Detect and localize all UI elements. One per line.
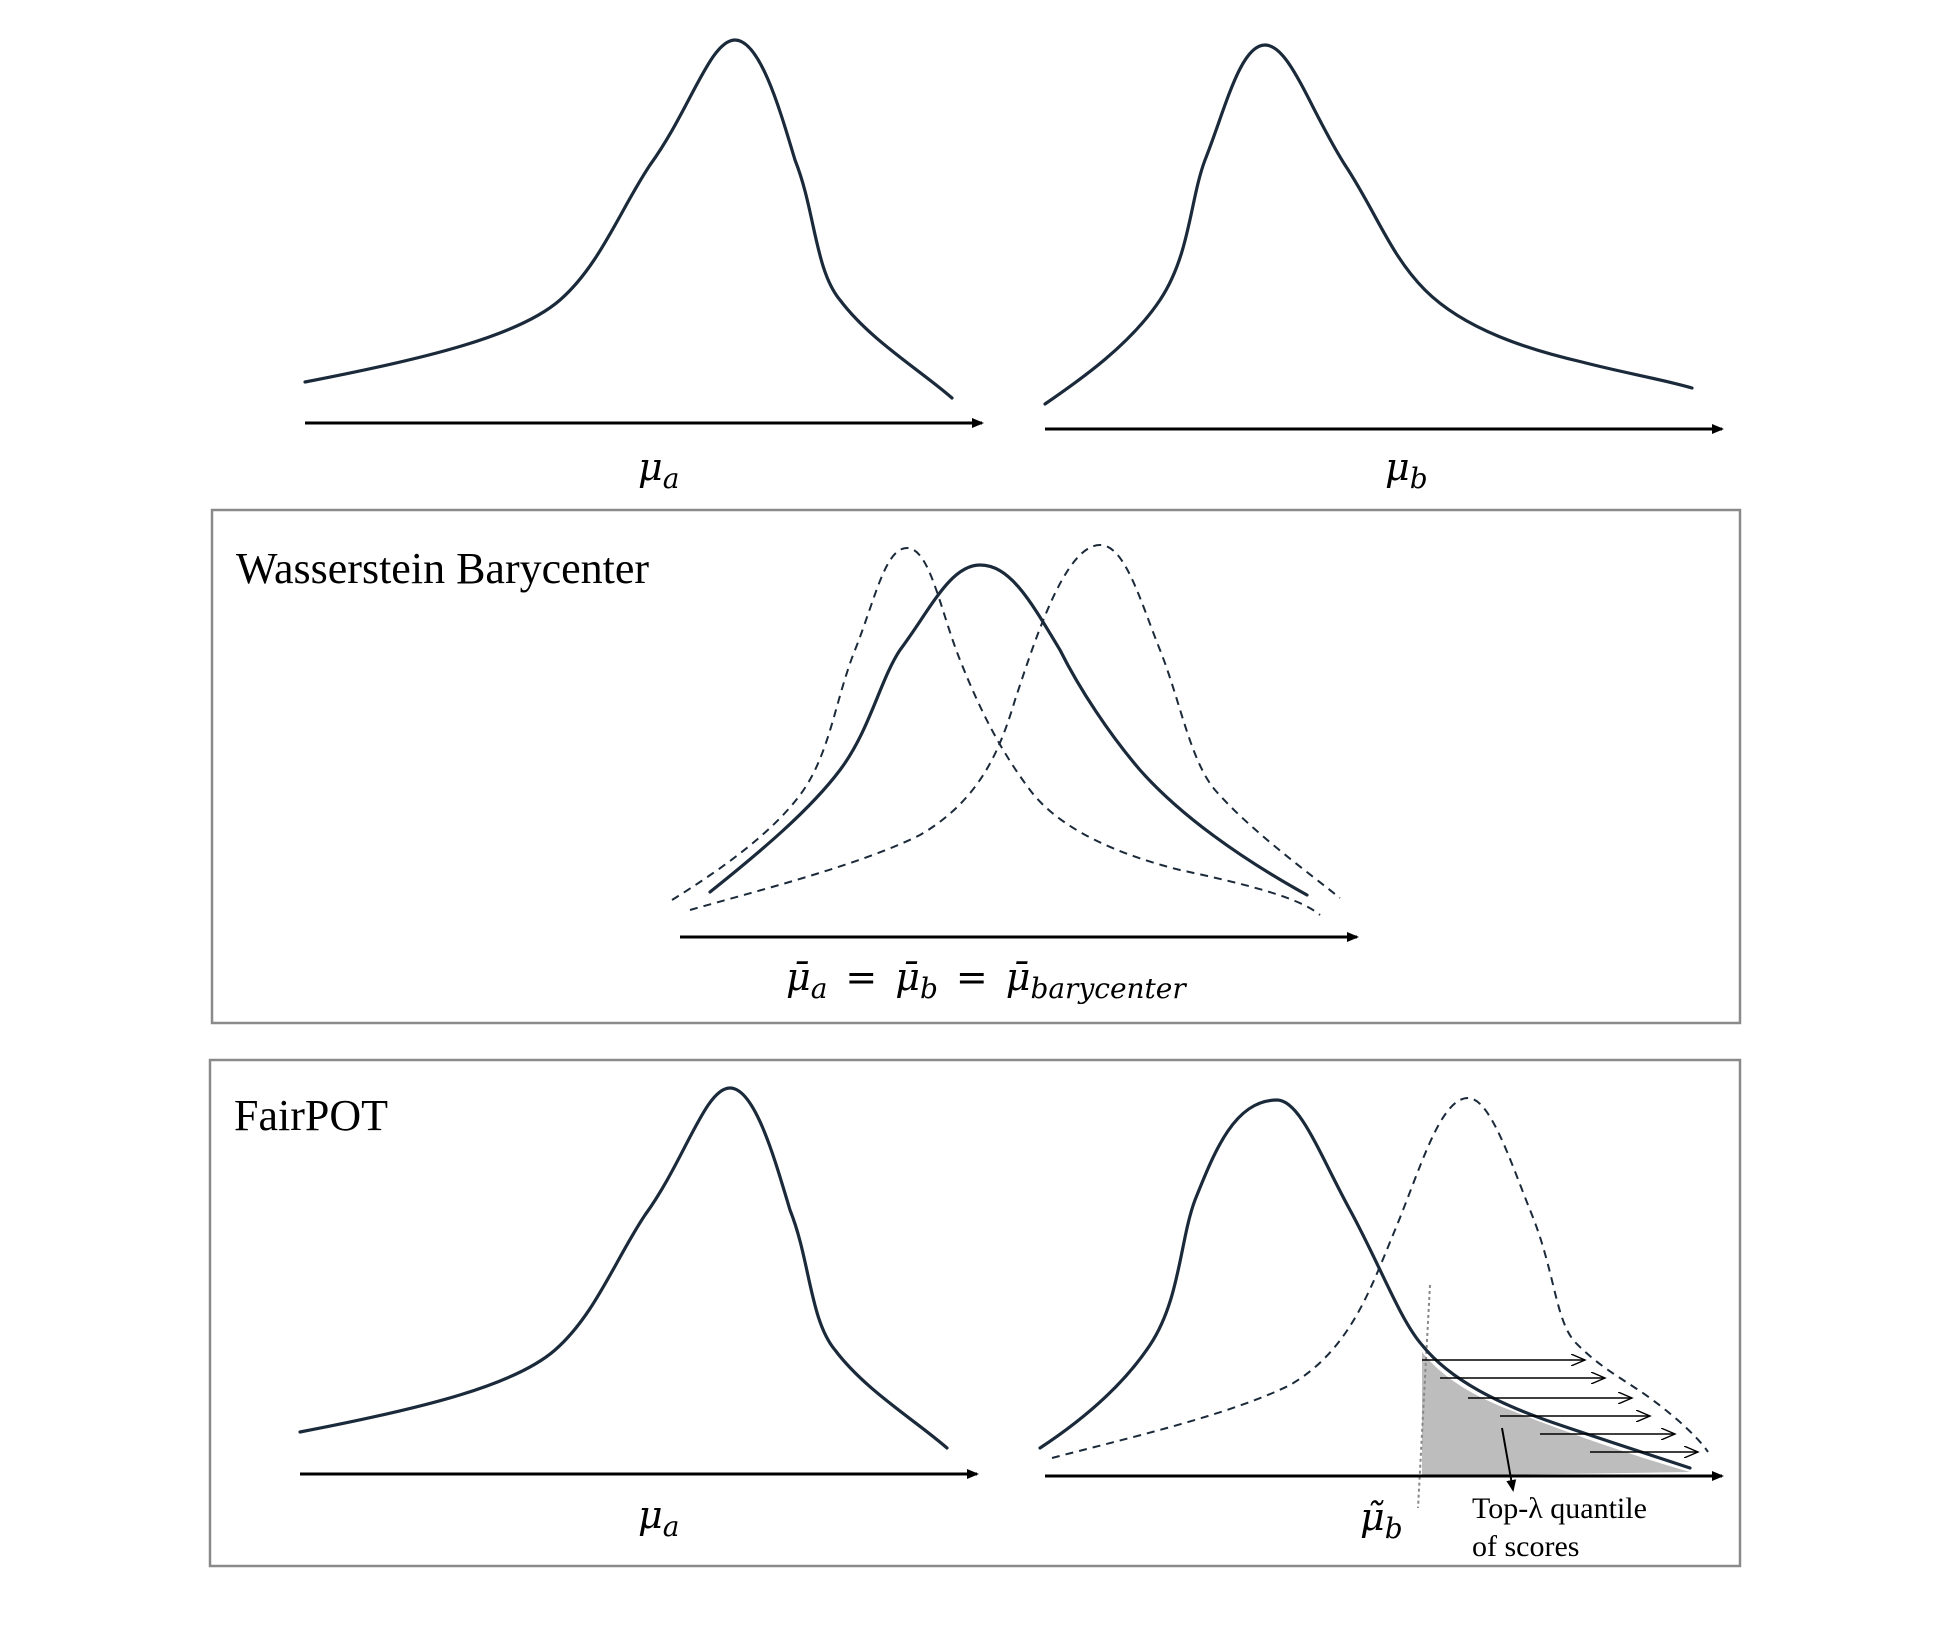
fairpot-shifted-curve <box>1051 1096 1709 1459</box>
barycenter-panel-border <box>210 508 1742 1025</box>
barycenter-panel: Wasserstein Barycenter μ̄a=μ̄b=μ̄barycen… <box>210 508 1742 1025</box>
shift-arrows <box>1422 1360 1698 1452</box>
mu-b-curve <box>1043 43 1694 406</box>
top-left-distribution: μa <box>303 38 984 495</box>
barycenter-dashed-b <box>689 543 1341 911</box>
mu-b-label: μb <box>1385 445 1428 495</box>
fairpot-mu-b-curve <box>1038 1098 1692 1470</box>
top-right-distribution: μb <box>1043 43 1724 495</box>
fairpot-mu-a-label: μa <box>638 1493 679 1543</box>
barycenter-dashed-a <box>671 546 1321 916</box>
fairpot-mu-b-tilde-label: μ̃b <box>1360 1495 1403 1545</box>
fairpot-panel-border <box>208 1058 1742 1568</box>
fairpot-title: FairPOT <box>234 1091 388 1140</box>
annotation-line-2: of scores <box>1472 1530 1579 1563</box>
mu-a-label: μa <box>638 445 679 495</box>
mu-a-curve <box>303 38 954 400</box>
fairpot-panel: FairPOT μa μ̃b Top-λ quantile of scores <box>208 1058 1742 1568</box>
barycenter-title: Wasserstein Barycenter <box>236 544 649 593</box>
annotation-line-1: Top-λ quantile <box>1472 1492 1647 1525</box>
annotation-pointer <box>1501 1427 1517 1492</box>
barycenter-equation: μ̄a=μ̄b=μ̄barycenter <box>786 955 1187 1005</box>
fairpot-mu-a-curve <box>298 1086 949 1450</box>
top-quantile-shade <box>1422 1352 1690 1476</box>
barycenter-curve <box>708 563 1309 897</box>
quantile-threshold-line <box>1417 1284 1431 1509</box>
